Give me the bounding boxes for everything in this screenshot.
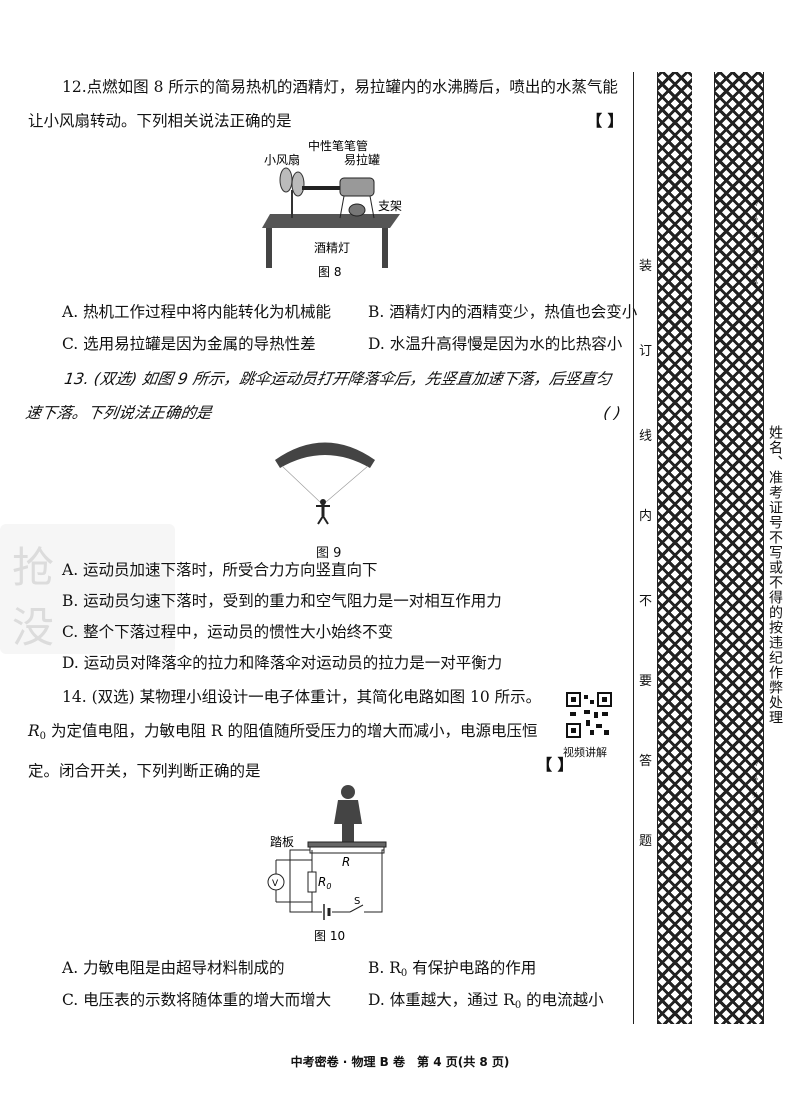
label-s: S [354, 896, 360, 907]
binding-char: 题 [639, 834, 653, 849]
option-14-a: A. 力敏电阻是由超导材料制成的 [62, 959, 285, 977]
table-leg [382, 228, 388, 268]
fan-blade [279, 167, 293, 193]
label-stand: 支架 [378, 199, 402, 213]
person [341, 785, 355, 799]
figure-9-caption: 图 9 [316, 546, 342, 561]
option-12-b: B. 酒精灯内的酒精变少，热值也会变小 [368, 303, 638, 321]
question-12-stem: 12.点燃如图 8 所示的简易热机的酒精灯，易拉罐内的水沸腾后，喷出的水蒸气能让… [28, 78, 618, 130]
answer-bracket-13: ( ) [602, 404, 622, 422]
watermark-char: 抢 [12, 543, 55, 592]
option-13-a: A. 运动员加速下落时，所受合力方向竖直向下 [62, 561, 378, 579]
star-row: ****** [746, 760, 760, 856]
table-leg [266, 228, 272, 268]
option-14-d: D. 体重越大，通过 R0 的电流越小 [368, 991, 604, 1011]
star-row: ****** [746, 200, 760, 296]
switch [349, 904, 364, 913]
question-13-stem: 13. (双选) 如图 9 所示，跳伞运动员打开降落伞后，先竖直加速下落，后竖直… [24, 370, 613, 422]
binding-char: 要 [639, 674, 653, 689]
label-lamp: 酒精灯 [314, 241, 350, 255]
label-fan: 小风扇 [264, 152, 300, 167]
label-pen-tube: 中性笔笔管 [308, 140, 368, 153]
parachutist [320, 499, 326, 505]
option-13-d: D. 运动员对降落伞的拉力和降落伞对运动员的拉力是一对平衡力 [62, 654, 503, 672]
option-13-b: B. 运动员匀速下落时，受到的重力和空气阻力是一对相互作用力 [62, 592, 502, 610]
alcohol-lamp [348, 203, 366, 217]
can [339, 177, 375, 197]
binding-char: 内 [639, 509, 653, 524]
figure-8-caption: 图 8 [318, 265, 341, 279]
page-footer: 中考密卷 · 物理 B 卷 第 4 页(共 8 页) [290, 1055, 510, 1069]
option-14-b: B. R0 有保护电路的作用 [368, 959, 537, 979]
figure-10-caption: 图 10 [314, 929, 345, 943]
option-12-a: A. 热机工作过程中将内能转化为机械能 [62, 303, 332, 321]
pen-tube [302, 186, 342, 190]
binding-char: 答 [639, 754, 653, 769]
figure-10-circuit: 踏板 R R0 V S 图 10 [267, 785, 387, 943]
figure-9-parachutist [275, 442, 375, 525]
qr-caption: 视频讲解 [563, 746, 607, 759]
resistor-r [309, 846, 385, 854]
binding-char: 装 [639, 259, 653, 274]
label-r: R [342, 855, 350, 869]
figure-8-heat-engine: 小风扇 中性笔笔管 易拉罐 支架 酒精灯 图 8 [262, 140, 402, 279]
label-can: 易拉罐 [344, 152, 380, 167]
fan-blade [291, 171, 305, 197]
question-13: 13. (双选) 如图 9 所示，跳伞运动员打开降落伞后，先竖直加速下落，后竖直… [23, 362, 628, 430]
label-r0: R0 [318, 875, 331, 891]
label-v: V [272, 879, 279, 889]
parachute [275, 442, 375, 468]
qr-code-icon[interactable] [566, 692, 612, 738]
pedal [307, 841, 387, 848]
resistor-r0 [307, 871, 317, 893]
answer-bracket-14: 【 】 [536, 756, 573, 774]
question-12: 12.点燃如图 8 所示的简易热机的酒精灯，易拉罐内的水沸腾后，喷出的水蒸气能让… [28, 70, 623, 138]
binding-char: 订 [639, 344, 653, 359]
option-14-c: C. 电压表的示数将随体重的增大而增大 [62, 991, 332, 1009]
binding-line [633, 72, 634, 1024]
notice-text: 姓名、准考证号不写或不得的按违纪作弊处理 [767, 425, 783, 725]
option-12-c: C. 选用易拉罐是因为金属的导热性差 [62, 335, 316, 353]
binding-char: 不 [639, 594, 653, 609]
option-12-d: D. 水温升高得慢是因为水的比热容小 [368, 335, 623, 353]
binding-pattern [657, 72, 692, 1024]
binding-pattern [714, 72, 764, 1024]
binding-char: 线 [639, 429, 653, 444]
table-top [262, 214, 400, 228]
label-pedal: 踏板 [270, 835, 294, 849]
question-14: 14. (双选) 某物理小组设计一电子体重计，其简化电路如图 10 所示。R0 … [28, 680, 573, 788]
watermark-char: 没 [12, 603, 55, 652]
question-14-stem: 14. (双选) 某物理小组设计一电子体重计，其简化电路如图 10 所示。R0 … [28, 688, 542, 780]
watermark-stamp: 抢 没 [0, 524, 175, 654]
option-13-c: C. 整个下落过程中，运动员的惯性大小始终不变 [62, 623, 394, 641]
answer-bracket-12: 【 】 [586, 112, 623, 130]
